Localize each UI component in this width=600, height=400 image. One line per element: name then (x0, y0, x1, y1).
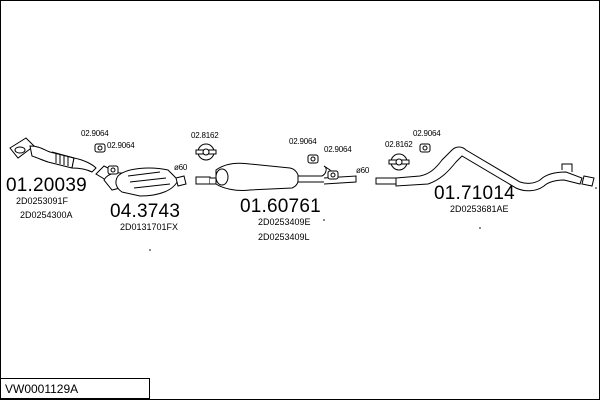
hanger-1 (94, 143, 106, 153)
hanger-4 (327, 170, 339, 180)
label-dots (149, 187, 597, 251)
pipe-diameter: ø60 (356, 166, 370, 175)
hanger-2 (107, 165, 119, 175)
fitting-number: 02.9064 (107, 141, 135, 150)
fitting-number: 02.9064 (81, 129, 109, 138)
pipe-diameter: ø60 (174, 163, 188, 172)
part-reference: 2D0253681AE (450, 204, 509, 214)
part-reference: 2D0253091F (16, 196, 69, 206)
part-number: 01.60761 (240, 196, 321, 217)
fitting-number: 02.8162 (385, 140, 413, 149)
part-number: 01.20039 (6, 175, 87, 196)
hanger-fittings (94, 143, 431, 180)
part-number: 04.3743 (110, 201, 181, 222)
middle-muffler-drawing (195, 162, 397, 191)
front-pipe-drawing (9, 137, 97, 173)
clamp-1 (195, 143, 217, 161)
part-reference: 2D0254300A (20, 210, 73, 220)
fitting-number: 02.9064 (324, 145, 352, 154)
hanger-5 (419, 143, 431, 153)
part-reference: 2D0131701FX (120, 222, 179, 232)
part-number: 01.71014 (434, 183, 515, 204)
part-reference: 2D0253409L (258, 232, 310, 242)
fitting-number: 02.9064 (413, 129, 441, 138)
rear-muffler-drawing (395, 146, 595, 192)
diagram-title: VW0001129A (5, 382, 79, 396)
part-reference: 2D0253409E (258, 217, 311, 227)
fitting-number: 02.8162 (191, 131, 219, 140)
clamp-2 (388, 153, 410, 171)
hanger-3 (307, 154, 319, 164)
fitting-number: 02.9064 (289, 137, 317, 146)
diagram-title-box: VW0001129A (0, 378, 150, 399)
